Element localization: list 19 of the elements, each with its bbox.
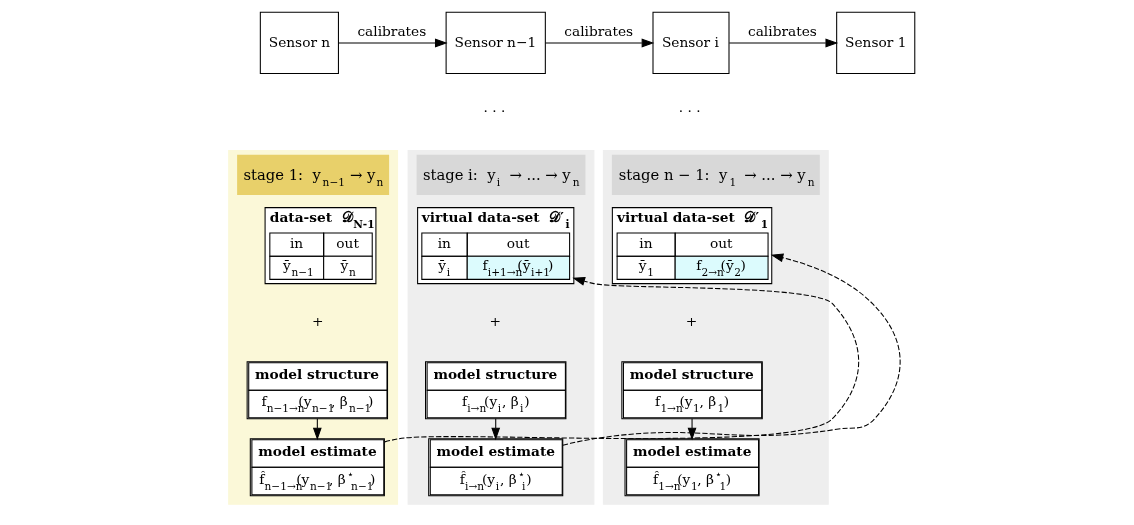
arrow <box>312 418 322 441</box>
node-box: Sensor i <box>651 11 730 75</box>
label: + <box>488 313 501 330</box>
edge-label: calibrates <box>356 22 426 39</box>
node-box: Sensor 1 <box>835 11 915 75</box>
arrow <box>337 38 448 48</box>
node-box: Sensor n <box>259 11 339 75</box>
edge-label: calibrates <box>563 22 633 39</box>
arrow <box>728 38 838 48</box>
arrow <box>383 277 859 443</box>
label: · · · <box>678 103 701 120</box>
label: + <box>685 313 697 330</box>
label: + <box>311 313 324 330</box>
edge-label: calibrates <box>747 22 817 39</box>
arrow <box>490 418 500 441</box>
arrow <box>687 418 696 441</box>
node-box: Sensor n−1 <box>445 11 546 75</box>
label: · · · <box>483 103 505 120</box>
arrow <box>544 38 654 48</box>
